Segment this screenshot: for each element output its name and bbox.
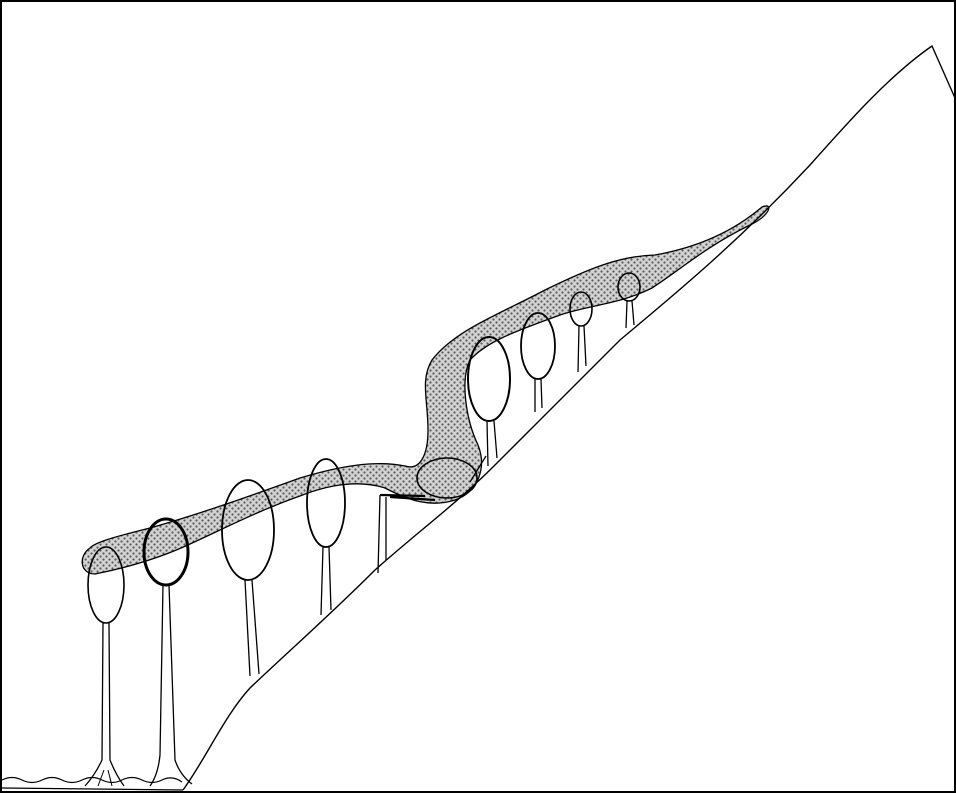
hillside-slope	[183, 46, 955, 790]
tree-5-stump	[378, 495, 435, 573]
ground-line	[2, 788, 183, 790]
tree-1	[85, 547, 124, 786]
stippled-fog-band	[82, 206, 769, 574]
